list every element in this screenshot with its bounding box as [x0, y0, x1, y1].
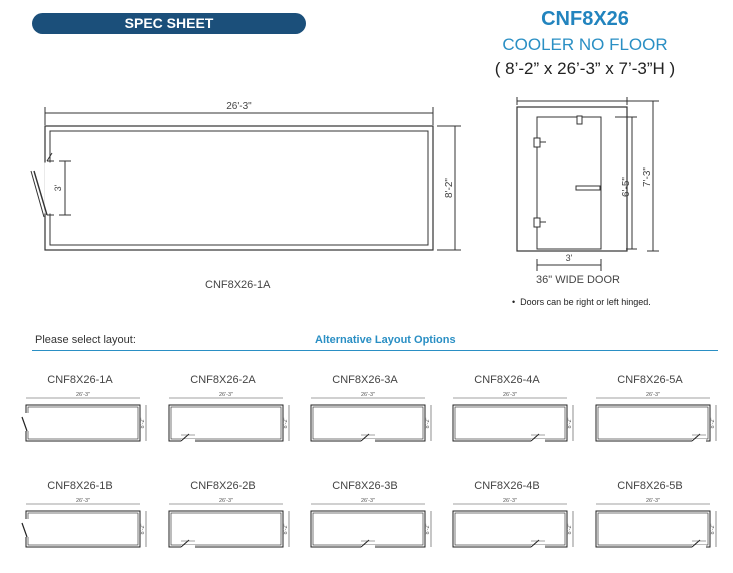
layout-option-thumbnail[interactable]: 26'-3" 8'-2"	[161, 494, 291, 554]
layout-option-thumbnail[interactable]: 26'-3" 8'-2"	[588, 494, 718, 554]
elevation-door-width-label: 3'	[566, 253, 573, 263]
layout-option-label: CNF8X26-3B	[332, 480, 398, 492]
layout-option-label: CNF8X26-3A	[332, 374, 398, 386]
layout-option-label: CNF8X26-5A	[617, 374, 683, 386]
layout-width-label: 8'-2"	[710, 417, 716, 428]
section-divider	[32, 350, 718, 351]
hinge-note: Doors can be right or left hinged.	[512, 297, 651, 307]
layout-length-label: 26'-3"	[76, 392, 90, 398]
layout-option-thumbnail[interactable]: 26'-3" 8'-2"	[303, 388, 433, 448]
layout-length-label: 26'-3"	[503, 392, 517, 398]
layout-width-label: 8'-2"	[283, 523, 289, 534]
layout-option-thumbnail[interactable]: 26'-3" 8'-2"	[445, 388, 575, 448]
layout-length-label: 26'-3"	[646, 498, 660, 504]
layout-width-label: 8'-2"	[425, 417, 431, 428]
model-code: CNF8X26	[541, 8, 629, 30]
layout-width-label: 8'-2"	[283, 417, 289, 428]
layout-option-label: CNF8X26-5B	[617, 480, 683, 492]
layout-length-label: 26'-3"	[503, 498, 517, 504]
floor-plan-drawing: 26'-3" 8'-2" 3'	[30, 101, 461, 251]
elevation-total-height-label: 7'-3"	[642, 167, 653, 187]
layout-width-label: 8'-2"	[567, 417, 573, 428]
layout-option-thumbnail[interactable]: 26'-3" 8'-2"	[18, 494, 148, 554]
layout-length-label: 26'-3"	[219, 392, 233, 398]
layout-width-label: 8'-2"	[140, 417, 146, 428]
layout-width-label: 8'-2"	[567, 523, 573, 534]
layout-option-label: CNF8X26-1B	[47, 480, 113, 492]
model-dimensions: ( 8’-2” x 26’-3” x 7’-3”H )	[494, 59, 676, 78]
plan-door-label: 3'	[53, 184, 63, 191]
layout-width-label: 8'-2"	[140, 523, 146, 534]
layout-option-thumbnail[interactable]: 26'-3" 8'-2"	[588, 388, 718, 448]
model-description: COOLER NO FLOOR	[502, 35, 668, 54]
layout-option-label: CNF8X26-2A	[190, 374, 256, 386]
elevation-caption: 36" WIDE DOOR	[536, 274, 620, 286]
layout-length-label: 26'-3"	[361, 498, 375, 504]
select-layout-label: Please select layout:	[35, 334, 136, 346]
layout-option-thumbnail[interactable]: 26'-3" 8'-2"	[445, 494, 575, 554]
layout-width-label: 8'-2"	[425, 523, 431, 534]
plan-caption: CNF8X26-1A	[205, 279, 271, 291]
layout-width-label: 8'-2"	[710, 523, 716, 534]
elevation-drawing: 3' 6'-5" 7'-3"	[516, 97, 659, 271]
spec-sheet-banner: SPEC SHEET	[32, 13, 306, 34]
layout-option-label: CNF8X26-4A	[474, 374, 540, 386]
layout-length-label: 26'-3"	[646, 392, 660, 398]
alternative-layouts-heading: Alternative Layout Options	[315, 334, 456, 346]
plan-length-label: 26'-3"	[226, 101, 252, 112]
layout-option-thumbnail[interactable]: 26'-3" 8'-2"	[303, 494, 433, 554]
layout-option-label: CNF8X26-4B	[474, 480, 540, 492]
layout-option-thumbnail[interactable]: 26'-3" 8'-2"	[18, 388, 148, 448]
layout-option-label: CNF8X26-2B	[190, 480, 256, 492]
elevation-door-height-label: 6'-5"	[621, 177, 632, 197]
layout-option-label: CNF8X26-1A	[47, 374, 113, 386]
layout-length-label: 26'-3"	[361, 392, 375, 398]
plan-width-label: 8'-2"	[444, 178, 455, 198]
layout-length-label: 26'-3"	[76, 498, 90, 504]
layout-length-label: 26'-3"	[219, 498, 233, 504]
layout-option-thumbnail[interactable]: 26'-3" 8'-2"	[161, 388, 291, 448]
